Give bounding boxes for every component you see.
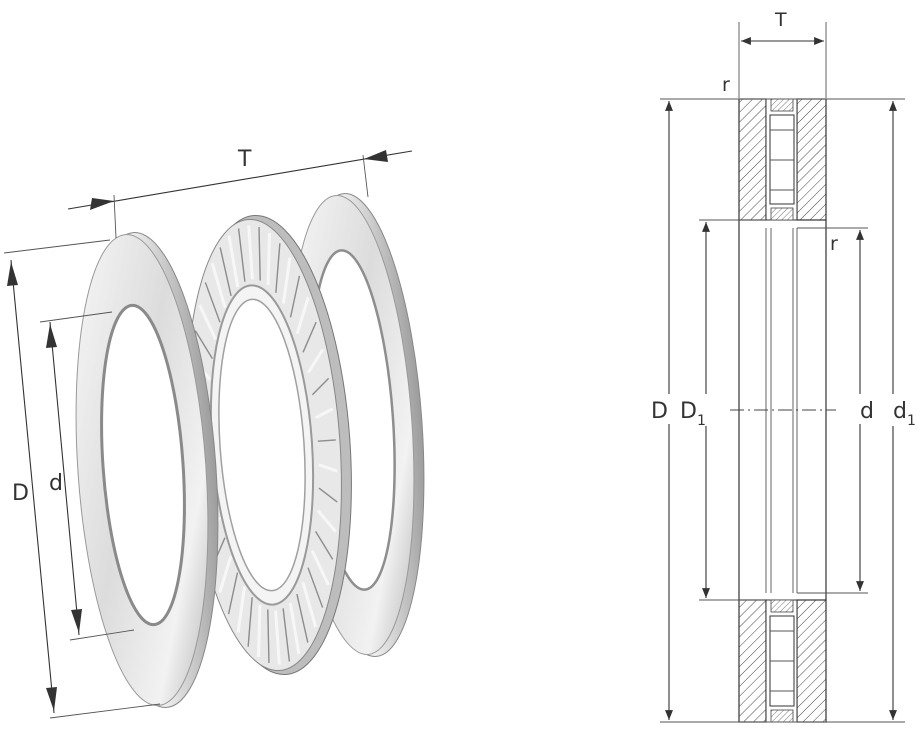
needle-roller: [289, 275, 301, 318]
needle-roller: [306, 348, 325, 374]
needle-roller: [210, 262, 227, 309]
iso-t-dimension-line: [67, 150, 413, 210]
sec-r-inner-label: r: [830, 233, 838, 255]
needle-roller: [310, 549, 330, 586]
needle-roller: [282, 608, 291, 662]
sec-t-label: T: [774, 9, 787, 31]
sec-d1-label-sub: 1: [697, 413, 706, 429]
needle-roller: [301, 581, 318, 628]
needle-roller: [302, 321, 317, 353]
iso-d-outer-dimension-line: [10, 259, 55, 714]
needle-roller: [237, 228, 246, 282]
sec-d1-label: D1: [680, 399, 706, 429]
needle-roller: [227, 235, 240, 288]
needle-roller: [267, 609, 270, 663]
iso-d-outer-arrow-bottom: [46, 687, 57, 711]
needle-roller: [256, 604, 262, 658]
needle-roller: [275, 243, 281, 293]
sec-d-bore-label: d: [860, 399, 874, 424]
needle-roller: [194, 330, 214, 360]
needle-roller: [247, 225, 254, 280]
iso-d-inner-label: d: [49, 471, 63, 496]
needle-roller: [247, 597, 253, 647]
iso-d-inner-arrow-top: [46, 324, 57, 348]
iso-d-outer-extension-bottom: [49, 703, 161, 719]
needle-roller: [204, 282, 221, 323]
iso-t-extension-left: [113, 194, 117, 239]
needle-roller: [266, 232, 272, 286]
needle-roller: [317, 439, 336, 442]
sec-d1-label-base: D: [680, 399, 697, 424]
sec-d-outer-label: D: [651, 399, 668, 424]
iso-t-arrow-left: [90, 198, 114, 210]
isometric-view: T D d: [3, 147, 425, 719]
needle-roller: [219, 247, 232, 297]
sec-d1-shaft-label-sub: 1: [907, 413, 916, 429]
iso-d-inner-arrow-bottom: [71, 609, 82, 633]
sec-d1-shaft-label-base: d: [893, 399, 907, 424]
iso-t-extension-right: [362, 154, 369, 198]
needle-roller: [218, 555, 233, 593]
section-body-lines: [699, 219, 868, 601]
needle-roller: [288, 602, 301, 655]
iso-t-label: T: [237, 147, 252, 172]
needle-roller: [274, 610, 281, 665]
needle-roller: [307, 567, 324, 608]
sec-d1-shaft-label: d1: [893, 399, 916, 429]
section-view: T r r: [650, 9, 920, 723]
needle-roller: [281, 257, 292, 304]
needle-roller: [318, 463, 338, 473]
section-lower: [738, 599, 827, 723]
iso-d-outer-arrow-top: [7, 262, 18, 286]
section-upper: [738, 98, 827, 221]
iso-d-inner-extension-top: [39, 311, 113, 323]
needle-roller: [311, 377, 330, 396]
needle-roller: [258, 227, 261, 281]
needle-roller: [295, 297, 310, 335]
needle-roller: [296, 593, 309, 643]
iso-d-inner-dimension-line: [49, 321, 80, 636]
sec-r-top-label: r: [722, 74, 730, 96]
needle-roller: [314, 530, 334, 560]
needle-roller: [236, 586, 247, 633]
needle-roller: [198, 304, 218, 341]
shaft-washer-3d: [75, 232, 219, 708]
iso-d-outer-extension-top: [3, 239, 111, 254]
needle-roller: [314, 407, 334, 420]
iso-t-arrow-right: [364, 150, 388, 162]
needle-roller: [316, 509, 337, 533]
needle-roller: [227, 572, 239, 615]
needle-roller: [318, 487, 338, 503]
iso-d-outer-label: D: [12, 481, 29, 506]
needle-roller-cage-3d: [186, 214, 352, 676]
iso-d-inner-extension-bottom: [69, 629, 135, 641]
